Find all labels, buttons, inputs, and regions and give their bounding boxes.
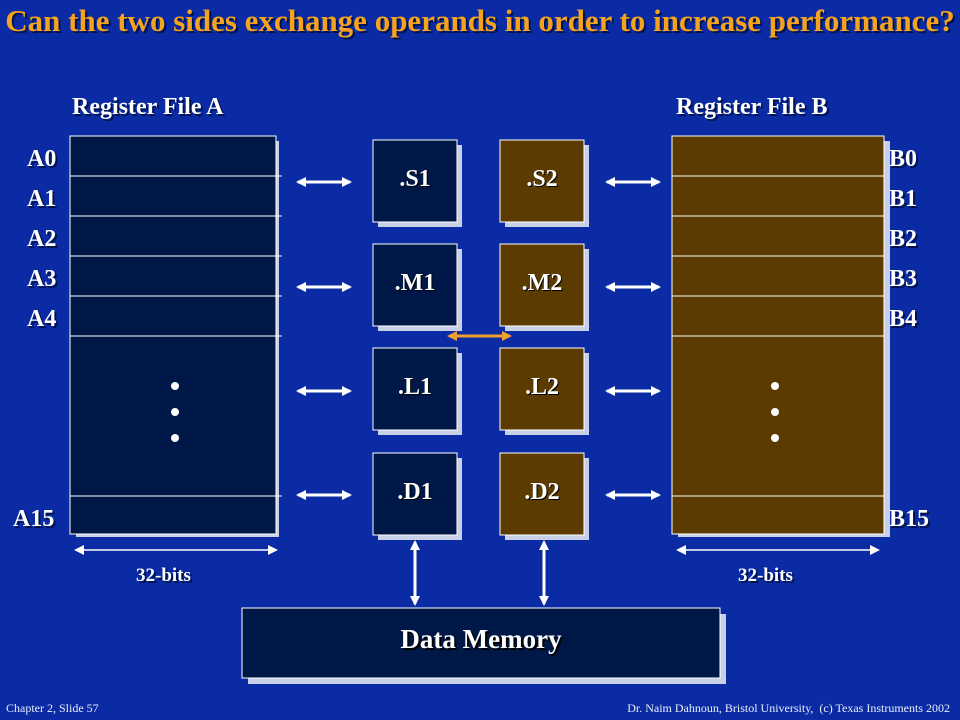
register-label-b0: B0 (889, 146, 918, 172)
unit-d2: .D2 (500, 453, 584, 535)
side-b-arrows (605, 177, 661, 500)
data-memory-box (241, 607, 721, 679)
register-file-b-dividers (672, 175, 884, 497)
register-label-a4: A4 (27, 306, 57, 332)
unit-s2: .S2 (500, 140, 584, 222)
register-label-b4: B4 (889, 306, 918, 332)
unit-s2-label: .S2 (526, 166, 558, 192)
side-a-arrows (296, 177, 352, 500)
register-file-b (671, 135, 890, 537)
unit-l2-label: .L2 (524, 374, 559, 400)
unit-d1-label: .D1 (397, 479, 433, 505)
slide-title: Can the two sides exchange operands in o… (5, 3, 955, 38)
register-label-a1: A1 (27, 186, 57, 212)
register-label-b15: B15 (889, 506, 930, 532)
register-label-a15: A15 (13, 506, 55, 532)
unit-s1-label: .S1 (399, 166, 431, 192)
register-file-a-header: Register File A (72, 94, 224, 120)
register-file-a (69, 135, 282, 537)
register-label-a0: A0 (27, 146, 57, 172)
register-file-a-box (69, 135, 277, 535)
register-label-a2: A2 (27, 226, 57, 252)
data-memory-label: Data Memory (400, 624, 562, 654)
unit-l1: .L1 (373, 348, 457, 430)
unit-m1-label: .M1 (394, 270, 436, 296)
register-label-a3: A3 (27, 266, 57, 292)
unit-d2-label: .D2 (524, 479, 560, 505)
width-label-b: 32-bits (738, 565, 793, 586)
register-file-b-ellipsis (771, 382, 779, 442)
register-label-b1: B1 (889, 186, 918, 212)
unit-l2: .L2 (500, 348, 584, 430)
unit-m2-label: .M2 (521, 270, 563, 296)
footer-slide-number: Chapter 2, Slide 57 (6, 701, 99, 715)
width-label-a: 32-bits (136, 565, 191, 586)
footer-credits: Dr. Naim Dahnoun, Bristol University, (c… (627, 701, 950, 715)
unit-m2: .M2 (500, 244, 584, 326)
unit-s1: .S1 (373, 140, 457, 222)
register-label-b2: B2 (889, 226, 918, 252)
register-file-b-header: Register File B (676, 94, 828, 120)
register-file-a-dividers (70, 175, 282, 497)
unit-m1: .M1 (373, 244, 457, 326)
register-label-b3: B3 (889, 266, 918, 292)
functional-units (372, 139, 585, 536)
unit-l1-label: .L1 (397, 374, 432, 400)
register-file-b-box (671, 135, 885, 535)
unit-d1: .D1 (373, 453, 457, 535)
data-memory: Data Memory (242, 608, 720, 678)
register-file-a-ellipsis (171, 382, 179, 442)
